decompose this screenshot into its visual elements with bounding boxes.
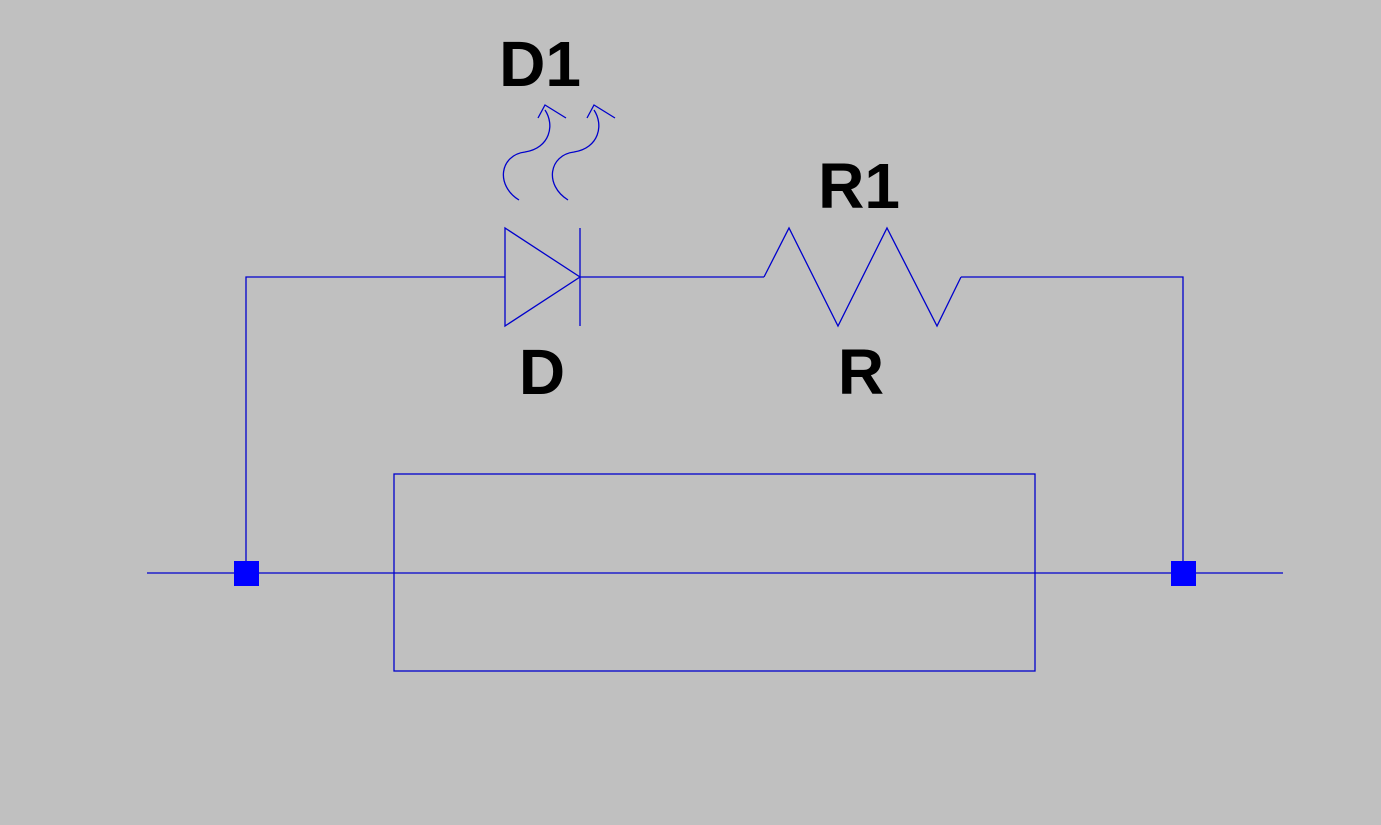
wire-left[interactable] — [245, 276, 505, 573]
block-rectangle[interactable] — [393, 473, 1036, 672]
led-value-label: D — [519, 336, 565, 408]
resistor-zigzag-icon[interactable] — [763, 226, 962, 328]
junction-left[interactable] — [234, 561, 259, 586]
resistor-value-label: R — [838, 336, 884, 408]
junction-right[interactable] — [1171, 561, 1196, 586]
resistor-ref-label: R1 — [818, 150, 900, 222]
led-ref-label: D1 — [499, 28, 581, 100]
wire-right[interactable] — [961, 276, 1184, 573]
led-diode-icon[interactable] — [502, 104, 616, 328]
